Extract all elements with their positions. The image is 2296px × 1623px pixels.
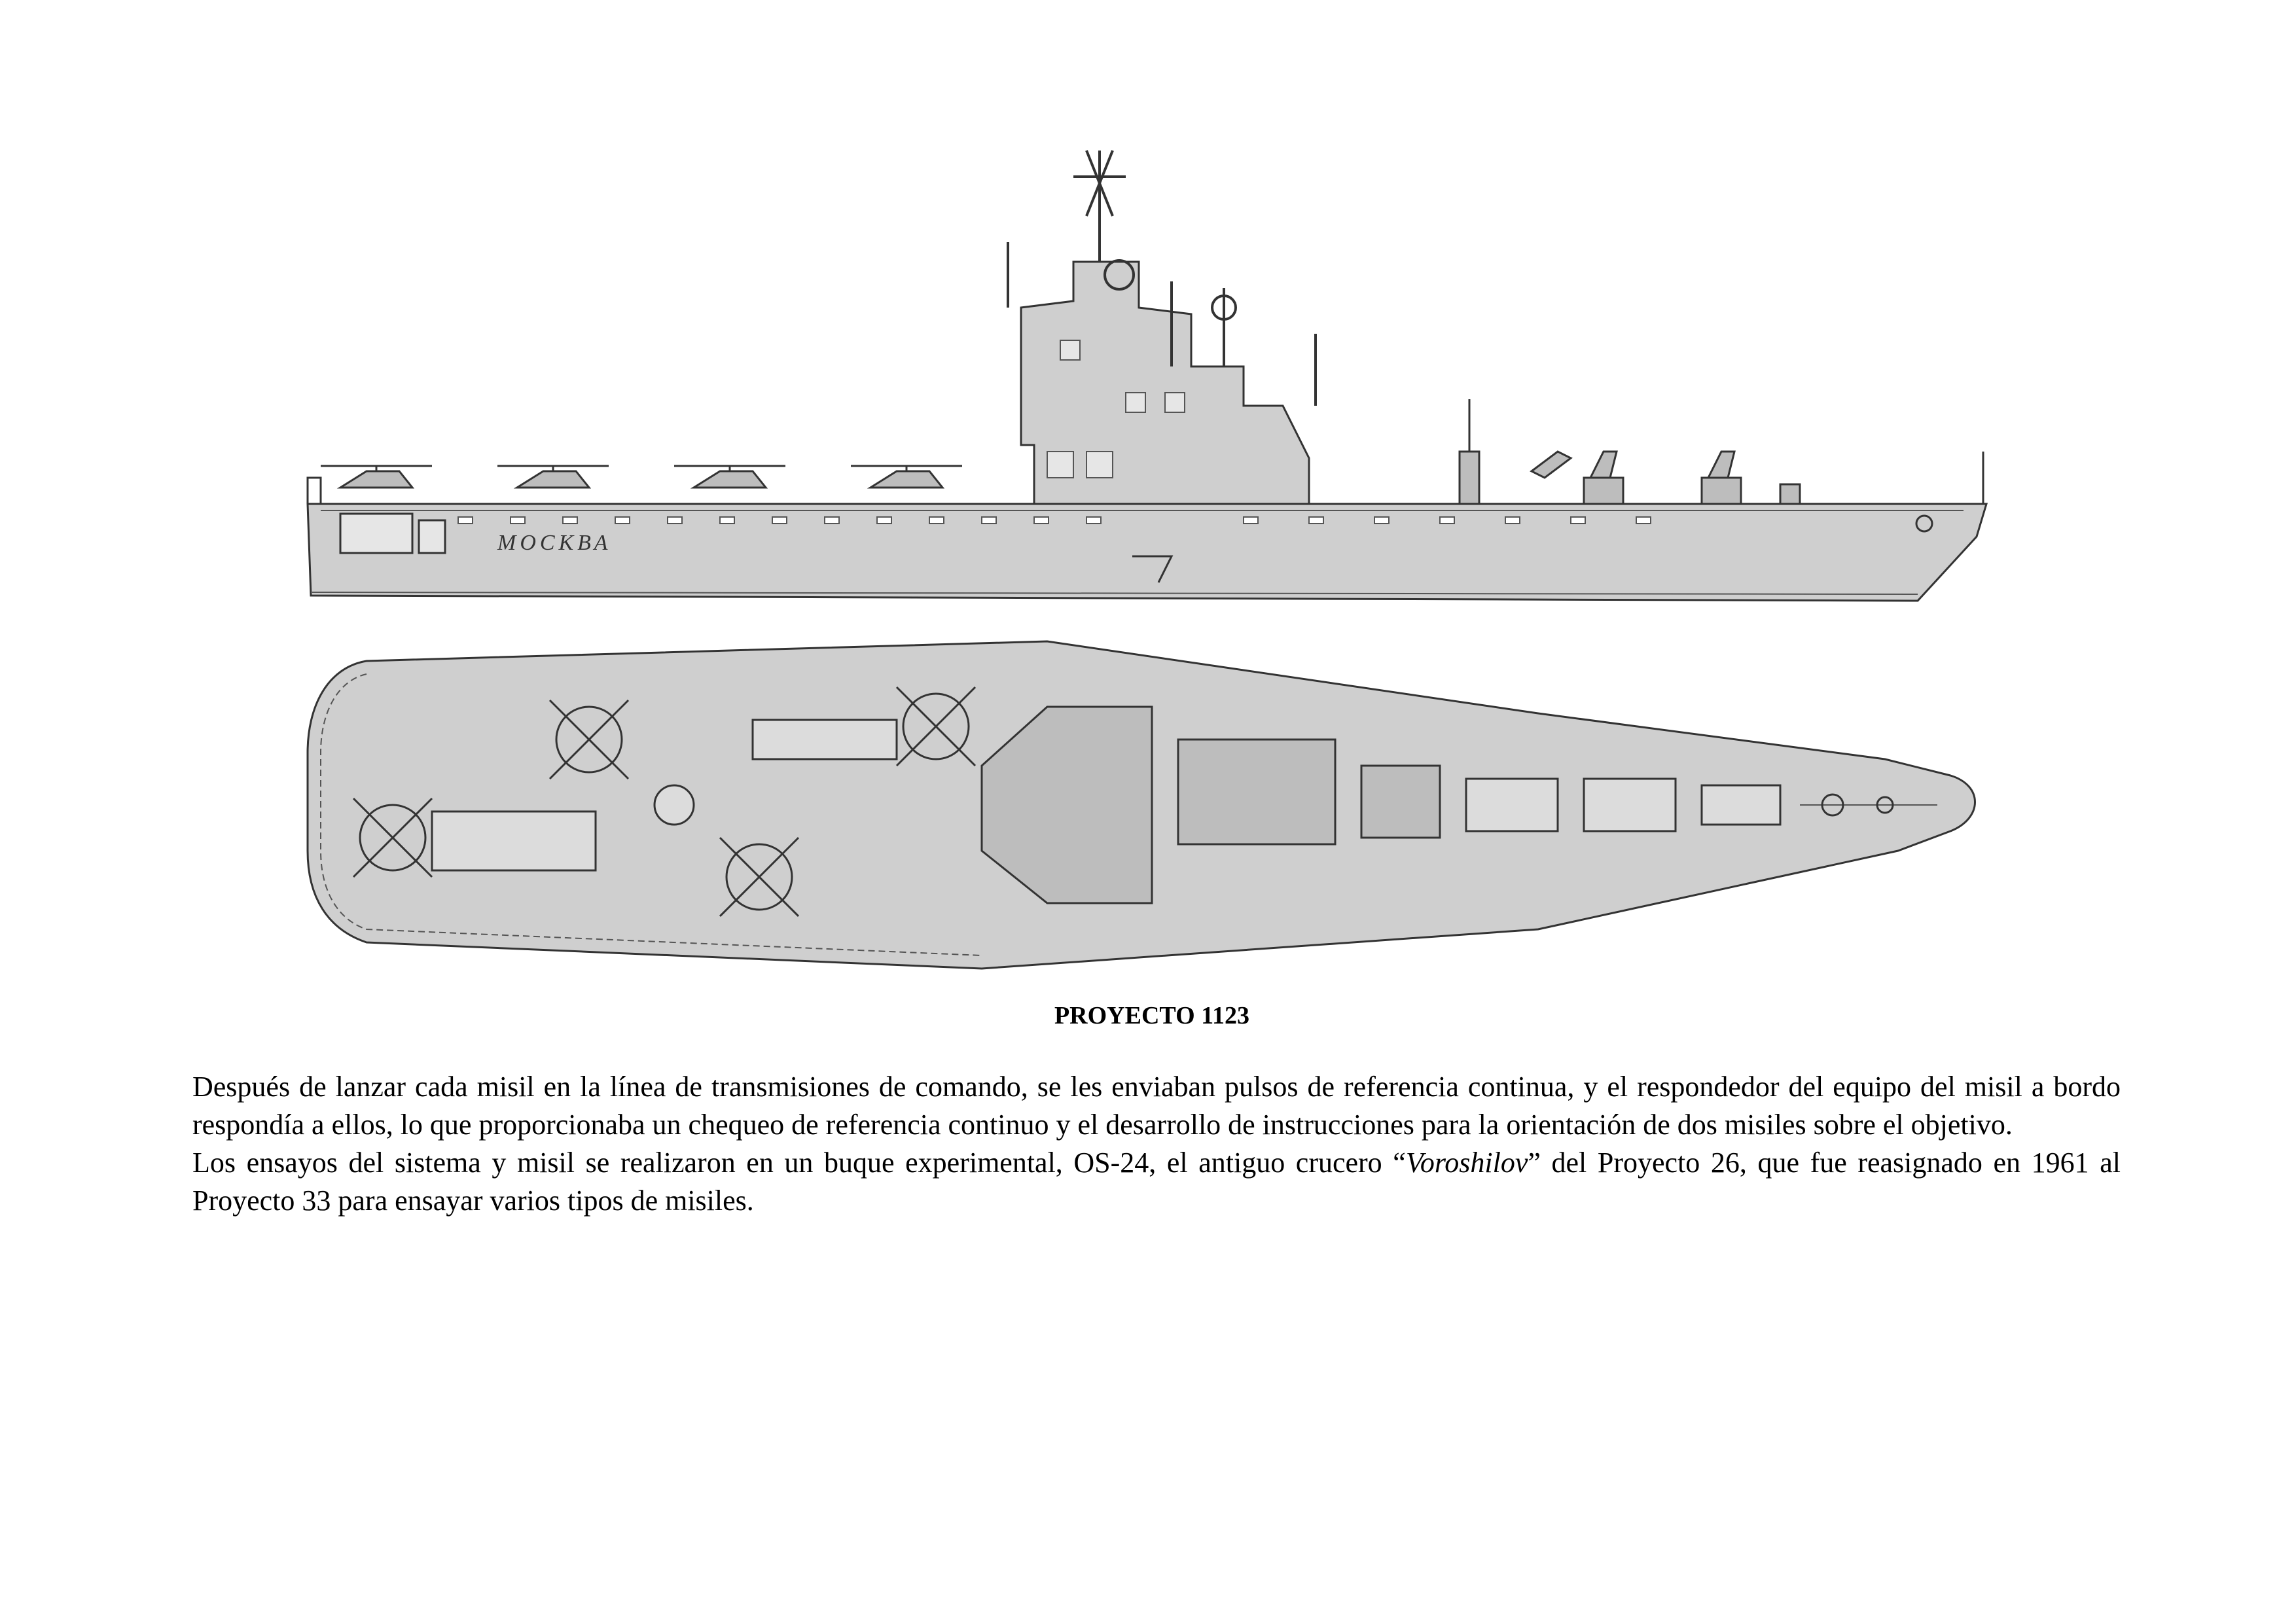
helicopter-icon: [851, 465, 962, 489]
hull-name: МОСКВА: [497, 531, 611, 555]
body-text: Después de lanzar cada misil en la línea…: [192, 1068, 2121, 1220]
figure-caption: PROYECTO 1123: [1054, 1002, 1250, 1029]
paragraph-trials-end: ” del Proyecto 26, que fue reasignado en…: [192, 1147, 2121, 1217]
helicopter-pad-icon: [548, 699, 630, 780]
ship-drawings: МОСКВА: [306, 150, 1988, 970]
cruiser-name: Voroshilov: [1405, 1147, 1528, 1179]
island-superstructure: [1020, 260, 1310, 505]
paragraph-trials: Los ensayos del sistema y misil se reali…: [192, 1144, 2121, 1220]
helicopter-icon: [321, 465, 432, 489]
helicopter-icon: [674, 465, 785, 489]
helicopter-pad-icon: [895, 686, 977, 767]
ship-drawings-svg: МОСКВА: [306, 150, 1988, 970]
plan-view-drawing: [306, 640, 1976, 970]
helicopter-pad-icon: [352, 797, 433, 878]
paragraph-trials-start: Los ensayos del sistema y misil se reali…: [192, 1147, 1406, 1179]
side-profile-drawing: МОСКВА: [306, 150, 1988, 602]
helicopter-pad-icon: [719, 836, 800, 918]
paragraph-guidance: Después de lanzar cada misil en la línea…: [192, 1071, 2121, 1141]
helicopter-icon: [497, 465, 609, 489]
